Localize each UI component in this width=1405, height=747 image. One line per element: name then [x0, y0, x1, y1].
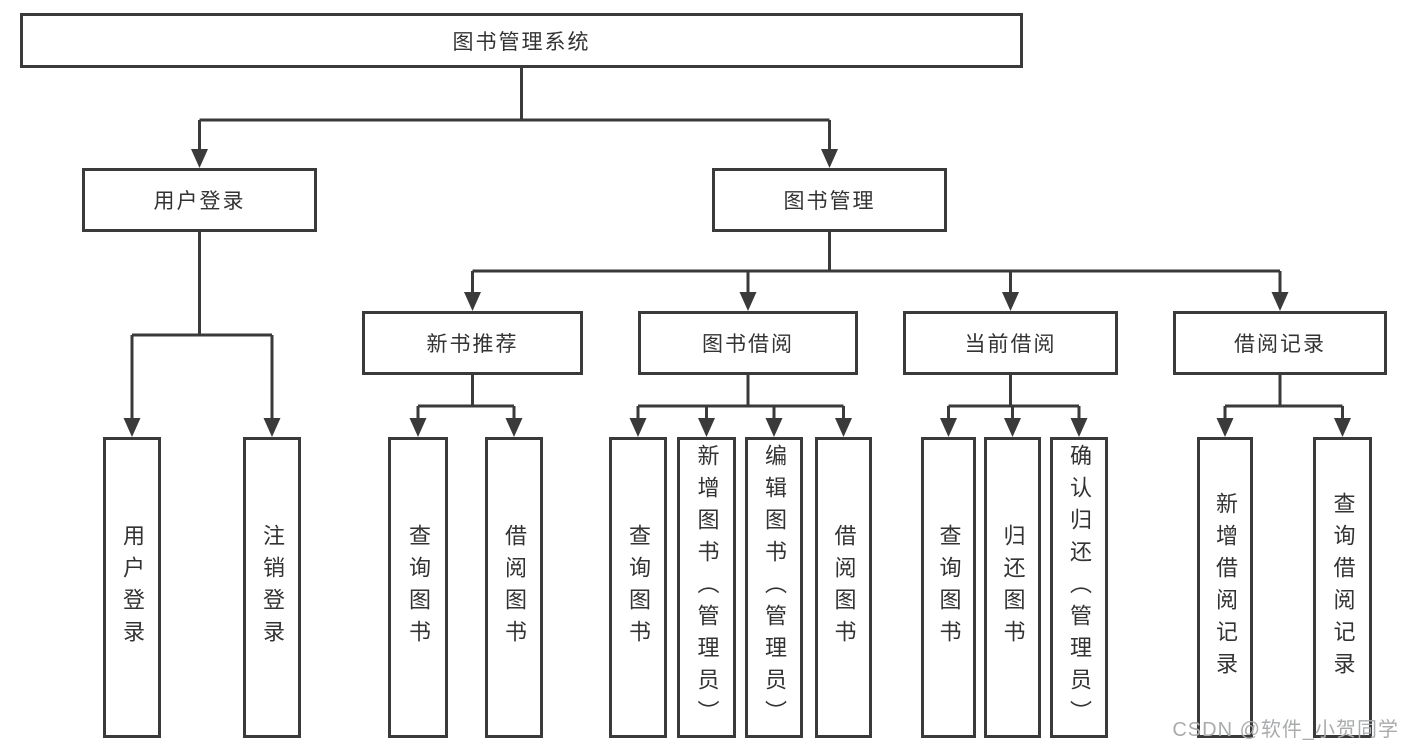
- csdn-watermark: CSDN @软件_小贺同学: [1172, 719, 1399, 741]
- leaf-bb-edit-books-admin: 编辑图书（管理员）: [745, 437, 803, 738]
- leaf-bb-add-books-admin: 新增图书（管理员）: [677, 437, 736, 738]
- node-book-management: 图书管理: [712, 168, 947, 232]
- node-user-login: 用户登录: [82, 168, 317, 232]
- leaf-nb-query-books: 查询图书: [388, 437, 448, 738]
- leaf-bb-query-books: 查询图书: [609, 437, 667, 738]
- node-current-borrowing: 当前借阅: [903, 311, 1118, 375]
- leaf-cb-confirm-return-admin: 确认归还（管理员）: [1050, 437, 1108, 738]
- leaf-cb-query-books: 查询图书: [921, 437, 976, 738]
- leaf-cb-return-books: 归还图书: [984, 437, 1041, 738]
- node-borrowing-records: 借阅记录: [1173, 311, 1387, 375]
- node-library-management-system: 图书管理系统: [20, 13, 1023, 68]
- leaf-nb-borrow-books: 借阅图书: [485, 437, 543, 738]
- leaf-logout: 注销登录: [243, 437, 301, 738]
- leaf-br-query-record: 查询借阅记录: [1313, 437, 1372, 738]
- node-book-borrowing: 图书借阅: [638, 311, 858, 375]
- leaf-br-add-record: 新增借阅记录: [1197, 437, 1253, 738]
- node-new-book-recommendation: 新书推荐: [362, 311, 583, 375]
- leaf-user-login: 用户登录: [103, 437, 161, 738]
- leaf-bb-borrow-books: 借阅图书: [815, 437, 872, 738]
